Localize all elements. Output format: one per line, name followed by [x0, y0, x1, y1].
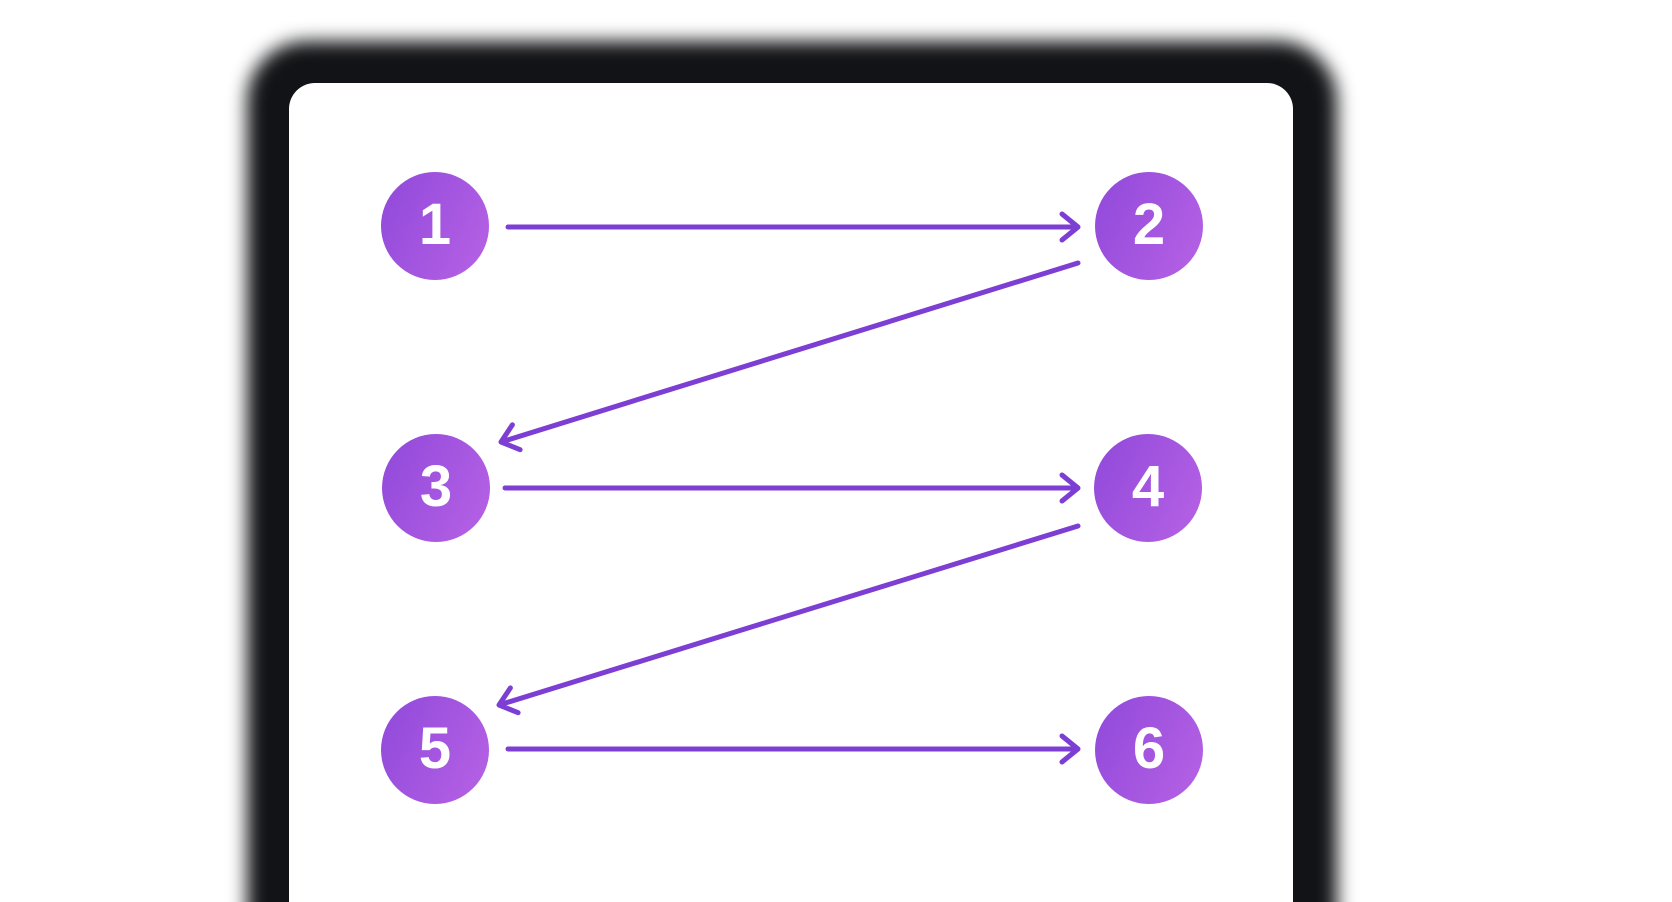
node-1: 1 — [381, 172, 489, 280]
node-label-5: 5 — [418, 716, 452, 781]
node-label-2: 2 — [1132, 192, 1166, 257]
node-6: 6 — [1095, 696, 1203, 804]
node-label-3: 3 — [419, 454, 453, 519]
node-label-4: 4 — [1131, 454, 1165, 519]
node-5: 5 — [381, 696, 489, 804]
node-label-1: 1 — [418, 192, 452, 257]
node-3: 3 — [382, 434, 490, 542]
node-4: 4 — [1094, 434, 1202, 542]
node-label-6: 6 — [1132, 716, 1166, 781]
node-2: 2 — [1095, 172, 1203, 280]
